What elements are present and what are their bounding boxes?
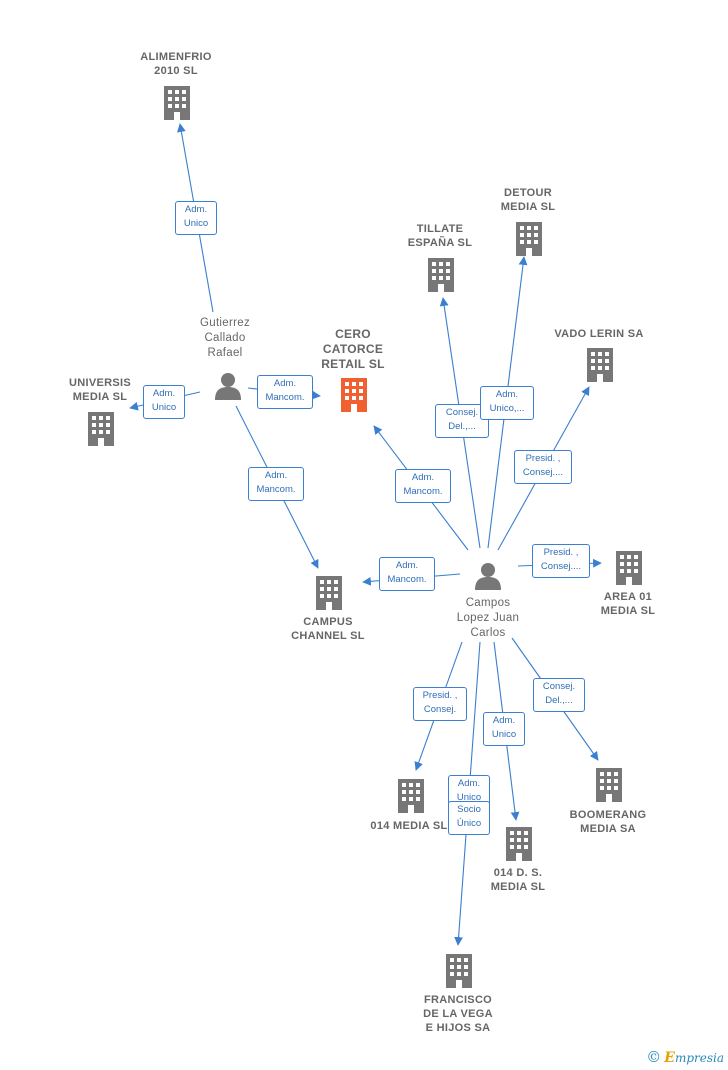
edge-label-campos-014-d-s: Adm. Unico xyxy=(483,712,525,746)
node-014-media[interactable]: 014 MEDIA SL xyxy=(370,820,448,832)
brand-logo-text: mpresia xyxy=(674,1051,724,1065)
edge-label-gutierrez-alimenfrio: Adm. Unico xyxy=(175,201,217,235)
edge-label-gutierrez-universis: Adm. Unico xyxy=(143,385,185,419)
building-icon xyxy=(446,954,472,988)
edge-label-campos-detour: Adm. Unico,... xyxy=(480,386,534,420)
building-icon xyxy=(341,378,367,412)
building-icon xyxy=(616,551,642,585)
node-boomerang[interactable]: BOOMERANG MEDIA SA xyxy=(569,809,647,835)
building-icon xyxy=(88,412,114,446)
node-vado-lerin[interactable]: VADO LERIN SA xyxy=(554,328,644,340)
node-area01[interactable]: AREA 01 MEDIA SL xyxy=(600,591,656,617)
building-icon xyxy=(506,827,532,861)
building-icon xyxy=(596,768,622,802)
edge-label-campos-boomerang: Consej. Del.,... xyxy=(533,678,585,712)
brand-logo-initial: E xyxy=(664,1050,675,1066)
edge-label-campos-francisco-socio: Socio Único xyxy=(448,801,490,835)
edge-label-campos-cero: Adm. Mancom. xyxy=(395,469,451,503)
node-icons xyxy=(88,86,642,988)
building-icon xyxy=(164,86,190,120)
copyright-icon: © xyxy=(646,1048,662,1066)
node-014-d-s-media[interactable]: 014 D. S. MEDIA SL xyxy=(490,867,546,893)
person-icon xyxy=(475,563,501,590)
node-alimenfrio[interactable]: ALIMENFRIO 2010 SL xyxy=(140,51,212,77)
edge-label-campos-014-media: Presid. , Consej. xyxy=(413,687,467,721)
node-cero-catorce-retail[interactable]: CERO CATORCE RETAIL SL xyxy=(321,327,385,371)
building-icon xyxy=(398,779,424,813)
node-gutierrez-callado-rafael[interactable]: Gutierrez Callado Rafael xyxy=(200,317,250,359)
edge-label-campos-vado: Presid. , Consej.... xyxy=(514,450,572,484)
edge-label-gutierrez-cero: Adm. Mancom. xyxy=(257,375,313,409)
building-icon xyxy=(316,576,342,610)
person-icon xyxy=(215,373,241,400)
building-icon xyxy=(516,222,542,256)
edge-label-gutierrez-campus: Adm. Mancom. xyxy=(248,467,304,501)
node-campus-channel[interactable]: CAMPUS CHANNEL SL xyxy=(291,616,365,642)
copyright-brand: ©Empresia xyxy=(646,1048,724,1066)
node-tillate[interactable]: TILLATE ESPAÑA SL xyxy=(407,223,473,249)
edge-label-campos-campus: Adm. Mancom. xyxy=(379,557,435,591)
building-icon xyxy=(587,348,613,382)
node-detour[interactable]: DETOUR MEDIA SL xyxy=(500,187,556,213)
edge-label-campos-area01: Presid. , Consej.... xyxy=(532,544,590,578)
building-icon xyxy=(428,258,454,292)
node-campos-lopez-juan-carlos[interactable]: Campos Lopez Juan Carlos xyxy=(456,597,520,639)
node-universis[interactable]: UNIVERSIS MEDIA SL xyxy=(69,377,131,403)
node-francisco-de-la-vega[interactable]: FRANCISCO DE LA VEGA E HIJOS SA xyxy=(423,994,493,1034)
